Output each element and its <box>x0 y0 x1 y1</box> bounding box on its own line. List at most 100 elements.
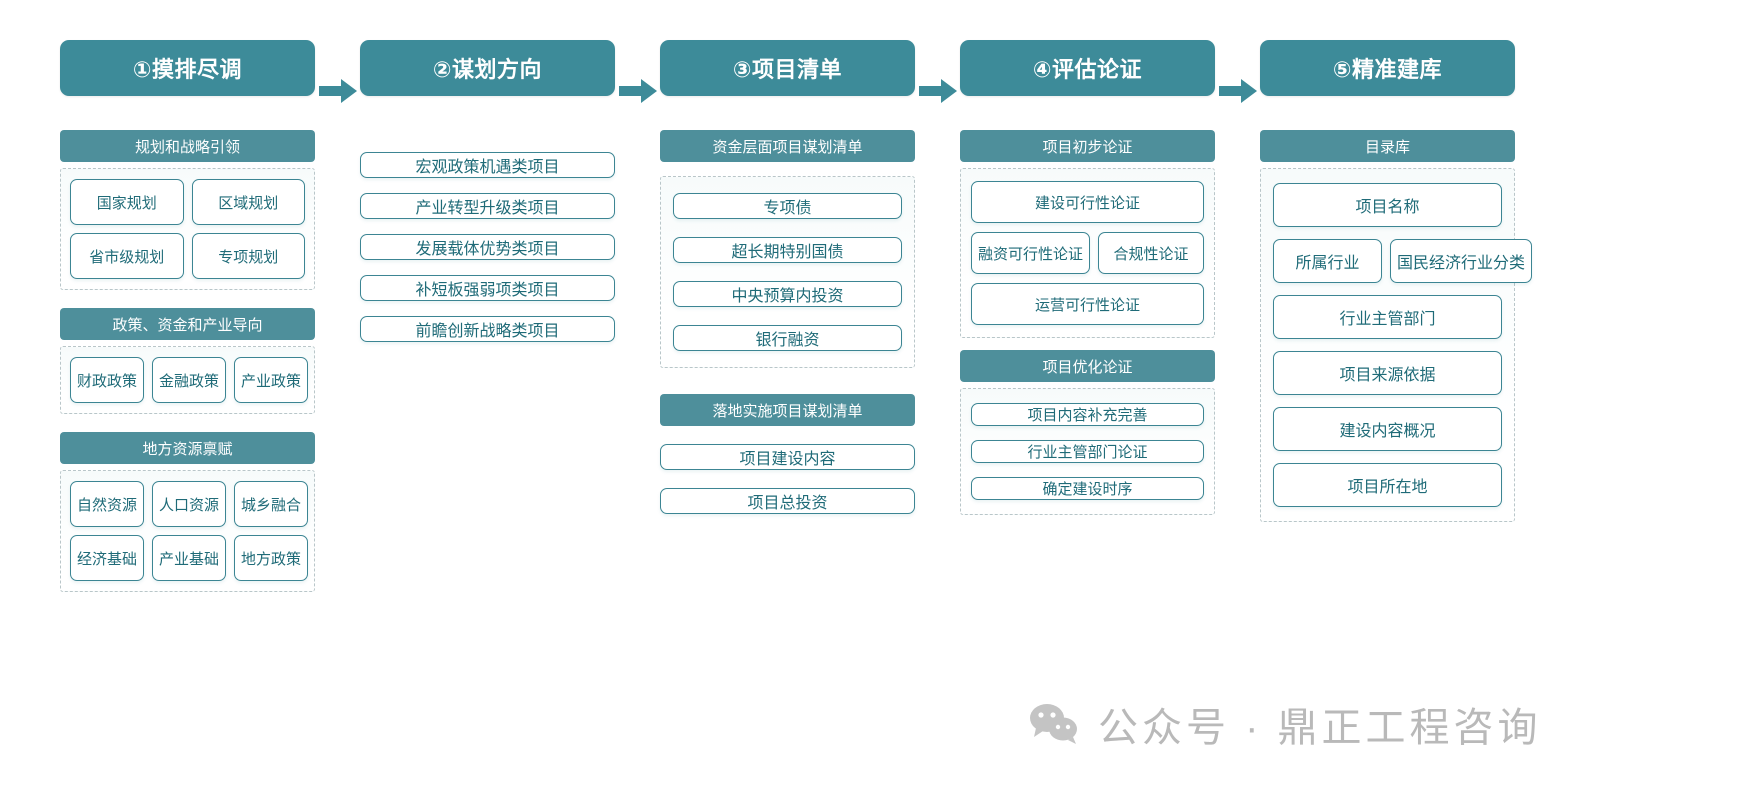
group-preliminary-review: 项目初步论证 建设可行性论证 融资可行性论证 合规性论证 运营可行性论证 <box>960 130 1215 338</box>
group-title: 落地实施项目谋划清单 <box>660 394 915 426</box>
chip-row: 项目来源依据 <box>1273 351 1502 395</box>
group-body: 项目建设内容 项目总投资 <box>660 444 915 514</box>
chip-row: 项目名称 <box>1273 183 1502 227</box>
stage-2-list: 宏观政策机遇类项目 产业转型升级类项目 发展载体优势类项目 补短板强弱项类项目 … <box>360 152 615 342</box>
chip-item[interactable]: 行业主管部门论证 <box>971 440 1204 463</box>
stage-column-5: ⑤精准建库 目录库 项目名称 所属行业 国民经济行业分类 行业主管部门 <box>1260 40 1533 540</box>
stage-header-5[interactable]: ⑤精准建库 <box>1260 40 1515 96</box>
chip-row: 自然资源 人口资源 城乡融合 <box>70 481 309 527</box>
chip-item[interactable]: 专项债 <box>673 193 902 219</box>
chip-item[interactable]: 行业主管部门 <box>1273 295 1502 339</box>
chip-item[interactable]: 金融政策 <box>152 357 227 403</box>
stage-header-2[interactable]: ②谋划方向 <box>360 40 615 96</box>
group-title: 项目初步论证 <box>960 130 1215 162</box>
chip-item[interactable]: 区域规划 <box>191 179 305 225</box>
group-funding-project-list: 资金层面项目谋划清单 专项债 超长期特别国债 中央预算内投资 银行融资 <box>660 130 915 368</box>
chip-item[interactable]: 确定建设时序 <box>971 477 1204 500</box>
group-local-resources: 地方资源禀赋 自然资源 人口资源 城乡融合 经济基础 产业基础 地方政策 <box>60 432 315 592</box>
watermark: 公众号 · 鼎正工程咨询 <box>1028 695 1542 753</box>
chip-item[interactable]: 人口资源 <box>152 481 227 527</box>
chip-item[interactable]: 国家规划 <box>70 179 184 225</box>
chip-row: 建设可行性论证 <box>971 181 1204 223</box>
group-policy-capital-industry: 政策、资金和产业导向 财政政策 金融政策 产业政策 <box>60 308 315 414</box>
chip-row: 国家规划 区域规划 <box>70 179 305 225</box>
chip-item[interactable]: 省市级规划 <box>70 233 184 279</box>
list-item[interactable]: 宏观政策机遇类项目 <box>360 152 615 178</box>
chip-item[interactable]: 项目总投资 <box>660 488 915 514</box>
chip-row: 行业主管部门 <box>1273 295 1502 339</box>
process-flow: ①摸排尽调 规划和战略引领 国家规划 区域规划 省市级规划 专项规划 <box>60 40 1533 610</box>
chip-item[interactable]: 产业基础 <box>152 535 227 581</box>
chip-item[interactable]: 融资可行性论证 <box>971 232 1091 274</box>
stage-column-3: ③项目清单 资金层面项目谋划清单 专项债 超长期特别国债 中央预算内投资 银行融… <box>660 40 915 532</box>
chip-item[interactable]: 运营可行性论证 <box>971 283 1204 325</box>
group-title: 项目优化论证 <box>960 350 1215 382</box>
arrow-cell-3 <box>915 40 960 104</box>
chip-row: 省市级规划 专项规划 <box>70 233 305 279</box>
group-planning-strategy: 规划和战略引领 国家规划 区域规划 省市级规划 专项规划 <box>60 130 315 290</box>
chip-row: 项目所在地 <box>1273 463 1502 507</box>
chip-item[interactable]: 中央预算内投资 <box>673 281 902 307</box>
chip-item[interactable]: 国民经济行业分类 <box>1390 239 1533 283</box>
group-title: 规划和战略引领 <box>60 130 315 162</box>
stage-arrow-icon <box>318 79 357 103</box>
chip-item[interactable]: 财政政策 <box>70 357 145 403</box>
watermark-text: 公众号 · 鼎正工程咨询 <box>1098 706 1542 750</box>
chip-item[interactable]: 超长期特别国债 <box>673 237 902 263</box>
arrow-cell-2 <box>615 40 660 104</box>
wechat-icon <box>1030 704 1077 744</box>
list-item[interactable]: 补短板强弱项类项目 <box>360 275 615 301</box>
group-title: 资金层面项目谋划清单 <box>660 130 915 162</box>
chip-row: 运营可行性论证 <box>971 283 1204 325</box>
chip-item[interactable]: 地方政策 <box>234 535 309 581</box>
chip-item[interactable]: 所属行业 <box>1273 239 1382 283</box>
chip-row: 建设内容概况 <box>1273 407 1502 451</box>
group-implementation-project-list: 落地实施项目谋划清单 项目建设内容 项目总投资 <box>660 394 915 514</box>
chip-item[interactable]: 项目来源依据 <box>1273 351 1502 395</box>
chip-item[interactable]: 产业政策 <box>234 357 309 403</box>
group-body: 建设可行性论证 融资可行性论证 合规性论证 运营可行性论证 <box>960 168 1215 338</box>
chip-item[interactable]: 合规性论证 <box>1098 232 1204 274</box>
chip-item[interactable]: 自然资源 <box>70 481 145 527</box>
chip-item[interactable]: 经济基础 <box>70 535 145 581</box>
group-body: 专项债 超长期特别国债 中央预算内投资 银行融资 <box>660 176 915 368</box>
arrow-cell-1 <box>315 40 360 104</box>
chip-item[interactable]: 城乡融合 <box>234 481 309 527</box>
group-title: 地方资源禀赋 <box>60 432 315 464</box>
chip-item[interactable]: 建设可行性论证 <box>971 181 1204 223</box>
group-catalog-library: 目录库 项目名称 所属行业 国民经济行业分类 行业主管部门 <box>1260 130 1533 522</box>
group-body: 财政政策 金融政策 产业政策 <box>60 346 315 414</box>
stage-header-3[interactable]: ③项目清单 <box>660 40 915 96</box>
chip-row: 经济基础 产业基础 地方政策 <box>70 535 309 581</box>
stage-arrow-icon <box>1218 79 1257 103</box>
stage-5-groups: 目录库 项目名称 所属行业 国民经济行业分类 行业主管部门 <box>1260 130 1533 540</box>
chip-item[interactable]: 项目建设内容 <box>660 444 915 470</box>
chip-row: 财政政策 金融政策 产业政策 <box>70 357 309 403</box>
stage-arrow-icon <box>918 79 957 103</box>
group-optimization-review: 项目优化论证 项目内容补充完善 行业主管部门论证 确定建设时序 <box>960 350 1215 515</box>
stage-arrow-icon <box>618 79 657 103</box>
group-body: 项目内容补充完善 行业主管部门论证 确定建设时序 <box>960 388 1215 515</box>
list-item[interactable]: 前瞻创新战略类项目 <box>360 316 615 342</box>
list-item[interactable]: 产业转型升级类项目 <box>360 193 615 219</box>
chip-item[interactable]: 建设内容概况 <box>1273 407 1502 451</box>
group-title: 目录库 <box>1260 130 1515 162</box>
chip-item[interactable]: 项目所在地 <box>1273 463 1502 507</box>
chip-row: 融资可行性论证 合规性论证 <box>971 232 1204 274</box>
stage-header-1[interactable]: ①摸排尽调 <box>60 40 315 96</box>
stage-header-4[interactable]: ④评估论证 <box>960 40 1215 96</box>
group-title: 政策、资金和产业导向 <box>60 308 315 340</box>
list-item[interactable]: 发展载体优势类项目 <box>360 234 615 260</box>
stage-1-groups: 规划和战略引领 国家规划 区域规划 省市级规划 专项规划 政策、资金和产业导向 <box>60 130 315 610</box>
chip-item[interactable]: 项目内容补充完善 <box>971 403 1204 426</box>
chip-item[interactable]: 项目名称 <box>1273 183 1502 227</box>
chip-item[interactable]: 专项规划 <box>191 233 305 279</box>
stage-4-groups: 项目初步论证 建设可行性论证 融资可行性论证 合规性论证 运营可行性论证 <box>960 130 1215 533</box>
stage-3-groups: 资金层面项目谋划清单 专项债 超长期特别国债 中央预算内投资 银行融资 落地实施… <box>660 130 915 532</box>
group-body: 项目名称 所属行业 国民经济行业分类 行业主管部门 项目来源依据 <box>1260 168 1533 522</box>
group-body: 国家规划 区域规划 省市级规划 专项规划 <box>60 168 315 290</box>
arrow-cell-4 <box>1215 40 1260 104</box>
chip-row: 所属行业 国民经济行业分类 <box>1273 239 1533 283</box>
chip-item[interactable]: 银行融资 <box>673 325 902 351</box>
